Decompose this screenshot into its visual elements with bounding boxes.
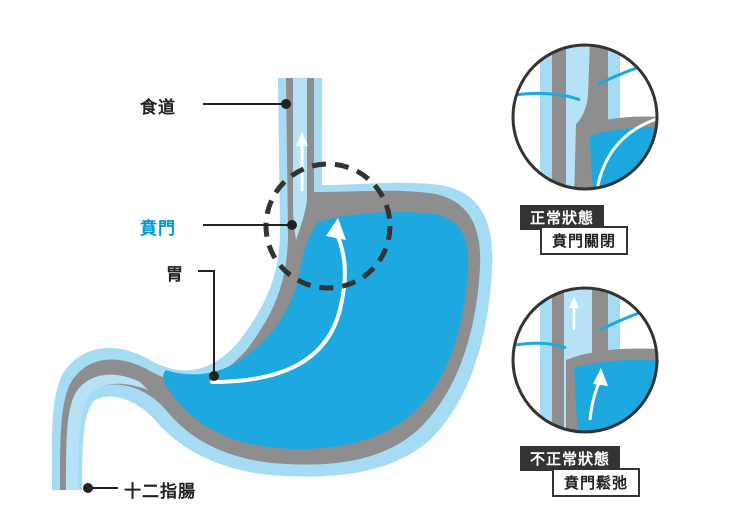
inset-normal-status: 正常狀態 xyxy=(520,205,605,230)
reflux-arrow-head xyxy=(326,218,346,240)
label-esophagus: 食道 xyxy=(140,98,176,118)
reflux-arrow xyxy=(210,230,347,384)
leader-lines xyxy=(92,103,292,489)
inset-abnormal-detail: 賁門鬆弛 xyxy=(552,468,641,497)
stomach-dot xyxy=(209,371,219,381)
duodenum-dot xyxy=(83,483,93,493)
inset-abnormal xyxy=(511,286,659,434)
inset-abnormal-status: 不正常狀態 xyxy=(520,446,621,471)
label-cardia: 賁門 xyxy=(140,219,176,239)
cardia-dot xyxy=(287,220,297,230)
stomach-lumen xyxy=(163,212,469,449)
inset-normal-detail: 賁門關閉 xyxy=(540,226,629,255)
label-duodenum: 十二指腸 xyxy=(124,482,196,502)
inset-normal xyxy=(511,43,659,191)
label-stomach: 胃 xyxy=(166,265,184,285)
esophagus-dot xyxy=(281,99,291,109)
esophagus-arrow-head xyxy=(296,132,308,146)
